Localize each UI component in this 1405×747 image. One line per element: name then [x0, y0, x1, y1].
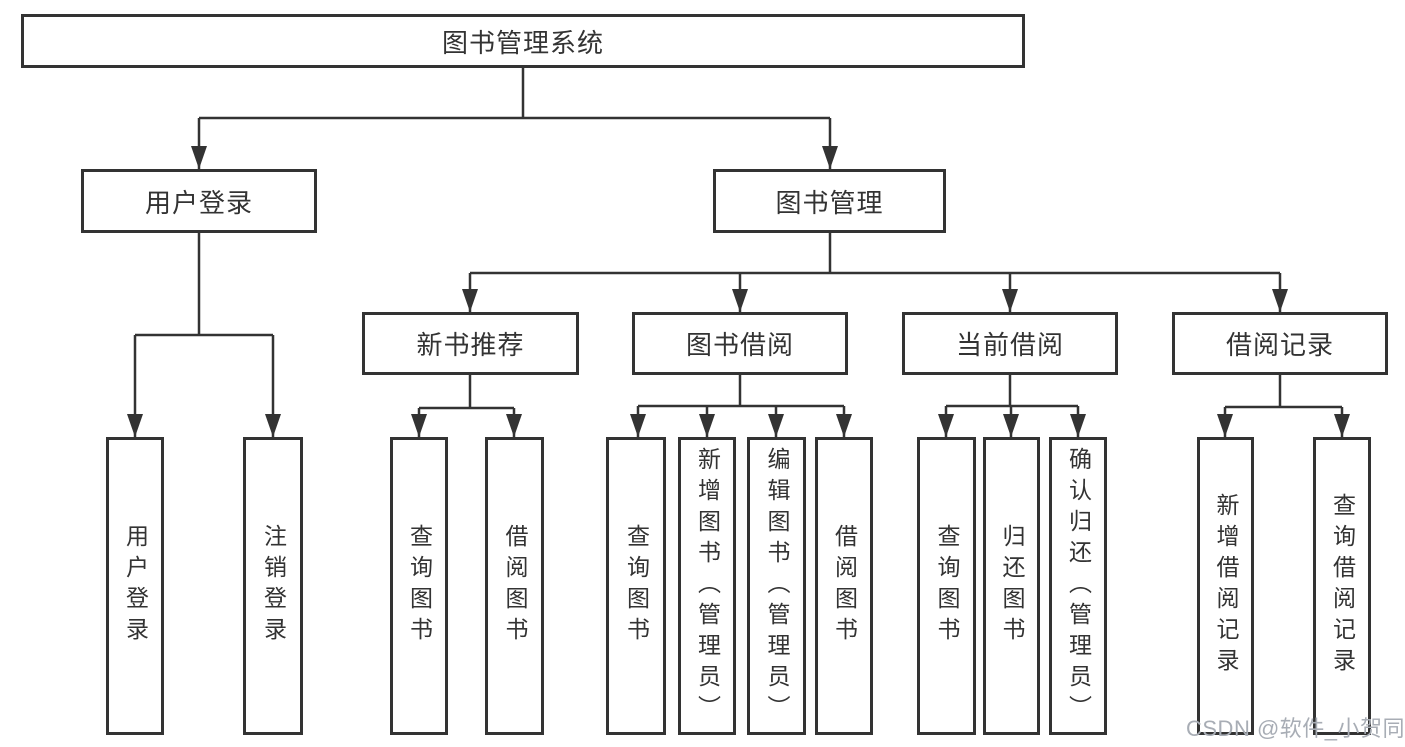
- node-user-login: 用户登录: [81, 169, 317, 233]
- arrowhead-down-icon: [732, 289, 748, 312]
- arrowhead-down-icon: [191, 146, 207, 169]
- leaf-logout: 注销登录: [243, 437, 303, 735]
- arrowhead-down-icon: [630, 414, 646, 437]
- arrowhead-down-icon: [127, 414, 143, 437]
- arrowhead-down-icon: [265, 414, 281, 437]
- arrowhead-down-icon: [411, 414, 427, 437]
- leaf-query-books-borrowing: 查询图书: [606, 437, 666, 735]
- leaf-query-books-current: 查询图书: [917, 437, 976, 735]
- arrowhead-down-icon: [1217, 414, 1233, 437]
- node-library-management-system: 图书管理系统: [21, 14, 1025, 68]
- arrowhead-down-icon: [836, 414, 852, 437]
- csdn-watermark: CSDN @软件_小贺同学: [1186, 716, 1405, 741]
- arrowhead-down-icon: [462, 289, 478, 312]
- node-book-borrowing: 图书借阅: [632, 312, 848, 375]
- node-new-book-recommendation: 新书推荐: [362, 312, 579, 375]
- leaf-query-borrow-record: 查询借阅记录: [1313, 437, 1371, 735]
- leaf-confirm-return-admin: 确认归还（管理员）: [1049, 437, 1107, 735]
- node-current-borrowing: 当前借阅: [902, 312, 1118, 375]
- leaf-borrow-books-recommendation: 借阅图书: [485, 437, 544, 735]
- node-borrowing-records: 借阅记录: [1172, 312, 1388, 375]
- arrowhead-down-icon: [1272, 289, 1288, 312]
- leaf-query-books-recommendation: 查询图书: [390, 437, 448, 735]
- node-book-management: 图书管理: [713, 169, 946, 233]
- arrowhead-down-icon: [506, 414, 522, 437]
- leaf-user-login: 用户登录: [106, 437, 164, 735]
- arrowhead-down-icon: [1002, 289, 1018, 312]
- leaf-add-borrow-record: 新增借阅记录: [1197, 437, 1254, 735]
- arrowhead-down-icon: [1070, 414, 1086, 437]
- arrowhead-down-icon: [1334, 414, 1350, 437]
- leaf-borrow-books-borrowing: 借阅图书: [815, 437, 873, 735]
- leaf-return-books: 归还图书: [983, 437, 1040, 735]
- arrowhead-down-icon: [822, 146, 838, 169]
- arrowhead-down-icon: [768, 414, 784, 437]
- leaf-edit-books-admin: 编辑图书（管理员）: [747, 437, 806, 735]
- arrowhead-down-icon: [1003, 414, 1019, 437]
- leaf-add-books-admin: 新增图书（管理员）: [678, 437, 736, 735]
- arrowhead-down-icon: [938, 414, 954, 437]
- arrowhead-down-icon: [699, 414, 715, 437]
